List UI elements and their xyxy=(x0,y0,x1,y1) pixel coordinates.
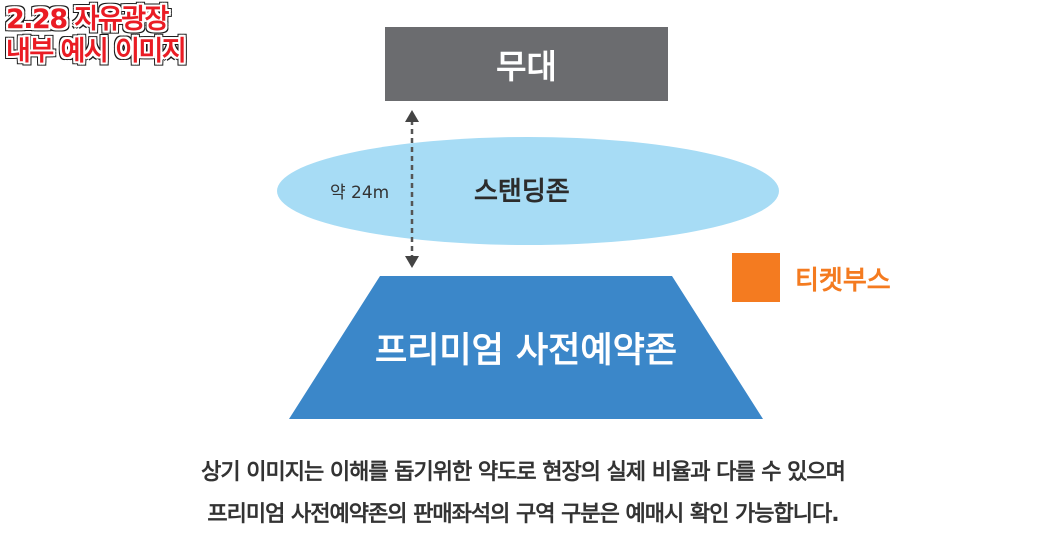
stage-label: 무대 xyxy=(496,47,557,86)
premium-zone-trapezoid xyxy=(289,276,763,419)
ticket-booth-label: 티켓부스 xyxy=(795,266,891,296)
corner-title: 2.28 자유광장 내부 예시 이미지 xyxy=(6,4,187,68)
notice-line1: 상기 이미지는 이해를 돕기위한 약도로 현장의 실제 비율과 다를 수 있으며 xyxy=(201,460,846,485)
distance-arrow xyxy=(405,110,419,268)
stage-block: 무대 xyxy=(385,27,668,101)
notice-line2: 프리미엄 사전예약존의 판매좌석의 구역 구분은 예매시 확인 가능합니다. xyxy=(207,502,839,527)
premium-zone-label: 프리미엄 사전예약존 xyxy=(375,331,677,371)
corner-title-line2: 내부 예시 이미지 xyxy=(6,36,187,67)
notice-text: 상기 이미지는 이해를 돕기위한 약도로 현장의 실제 비율과 다를 수 있으며… xyxy=(0,452,1046,536)
standing-zone-label: 스탠딩존 xyxy=(474,177,570,207)
corner-title-line1: 2.28 자유광장 xyxy=(6,4,169,35)
standing-zone-ellipse xyxy=(277,137,779,245)
ticket-booth-square xyxy=(732,253,780,302)
distance-label: 약 24m xyxy=(330,183,390,203)
